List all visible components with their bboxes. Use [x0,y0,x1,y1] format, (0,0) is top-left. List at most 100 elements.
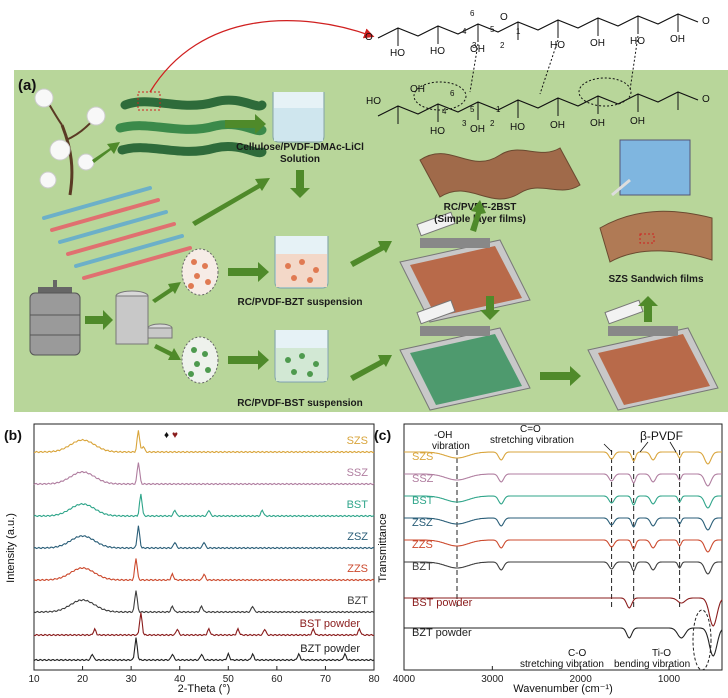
xrd-y-axis-label: Intensity (a.u.) [5,513,17,583]
xrd-x-tick-label: 60 [271,674,283,685]
cellulose-bottom-num-2: 5 [470,105,475,114]
cellulose-bottom-atom-10: OH [590,118,605,129]
ftir-series-label: BZT powder [412,627,472,639]
cellulose-bottom-atom-12: OH [630,116,645,127]
xrd-series-label: ZZS [347,563,368,575]
teflon-liner-icon [115,290,173,345]
bzt-particles-icon [181,248,219,296]
ftir-y-axis-label: Transmittance [377,513,389,582]
bst-suspension-label: RC/PVDF-BST suspension [237,398,363,409]
solution-label-line2: Solution [280,154,320,165]
ftir-series-label: ZSZ [412,517,433,529]
ftir-curve [404,597,723,627]
cellulose-bottom-atom-14: O [702,94,710,105]
pvdf-chains-icon [42,186,192,280]
cellulose-bottom-num-4: 3 [462,119,467,128]
cellulose-chain-top: O HO HO OH O HO OH HO OH O 6 4 5 1 3 2 [365,9,710,59]
hydrogen-bonds [413,35,639,111]
bst-suspension-beaker-icon [274,330,329,383]
xrd-series-label: BZT powder [300,643,360,655]
xrd-curve [33,493,375,518]
xrd-series-label: BST [347,499,369,511]
cellulose-top-atom-2: HO [430,46,445,57]
ftir-series-label: BZT [412,561,433,573]
ftir-curve [404,539,722,553]
cellulose-bottom-atom-5: OH [470,124,485,135]
cellulose-top-atom-15: O [702,16,710,27]
oh-annotation: -OH [434,430,452,441]
tio-annotation-line2: bending vibration [614,659,690,670]
film-sublabel: (Simple layer films) [434,214,526,225]
ftir-series-label: BST powder [412,597,473,609]
cellulose-top-num-3: 1 [516,27,521,36]
xrd-series-label: BST powder [300,618,361,630]
cellulose-top-atom-7: HO [550,40,565,51]
cellulose-bottom-num-1: 4 [442,107,447,116]
cellulose-top-num-1: 4 [462,27,467,36]
cellulose-top-atom-4: O [500,12,508,23]
xrd-x-tick-label: 70 [320,674,332,685]
xrd-series-label: BZT [347,595,368,607]
sandwich-film-photo-icon [599,139,713,263]
ftir-x-tick-label: 3000 [481,674,504,685]
cellulose-top-atom-13: OH [670,34,685,45]
cellulose-top-num-2: 5 [490,25,495,34]
ftir-series-label: ZZS [412,539,433,551]
xrd-series-label: ZSZ [347,531,368,543]
cellulose-bottom-atom-7: HO [510,122,525,133]
autoclave-icon [29,280,81,356]
cellulose-bottom-atom-1: OH [410,84,425,95]
ftir-curve [404,627,723,657]
ftir-curve [404,561,722,575]
ftir-dashed-lines [456,450,681,608]
cellulose-top-num-4: 3 [472,41,477,50]
film-coater-right-icon [587,299,719,411]
cellulose-bottom-atom-8: OH [550,120,565,131]
cellulose-top-atom-8: OH [590,38,605,49]
cellulose-bottom-num-0: 6 [450,89,455,98]
xrd-x-tick-label: 20 [77,674,89,685]
cellulose-bottom-atom-3: HO [430,126,445,137]
ftir-curves [404,451,723,657]
cellulose-top-num-0: 6 [470,9,475,18]
co-annotation: C=O [520,424,541,435]
xrd-curve [33,612,375,637]
ftir-x-tick-label: 1000 [658,674,681,685]
xrd-curve [33,590,375,614]
cotton-plant-icon [34,88,106,196]
bzt-suspension-beaker-icon [274,236,329,289]
ftir-series-label: SZS [412,451,433,463]
co-annotation-line2: stretching vibration [490,435,574,446]
solution-label: Cellulose/PVDF-DMAc-LiCl [236,142,364,153]
sandwich-label: SZS Sandwich films [608,274,703,285]
xrd-x-tick-label: 50 [223,674,235,685]
panel-c-label: (c) [374,427,391,443]
cellulose-top-atom-0: O [365,32,373,43]
ftir-x-axis-label: Wavenumber (cm⁻¹) [513,683,613,695]
cellulose-top-atom-1: HO [390,48,405,59]
simple-layer-film-icon [419,147,581,200]
xrd-curve [33,558,375,582]
xrd-marker-diamond: ♦ [164,430,169,441]
tio-annotation: Ti-O [652,648,671,659]
cellulose-top-num-5: 2 [500,41,505,50]
ftir-curve [404,517,722,531]
cellulose-fibers-icon [115,91,267,158]
xrd-x-tick-label: 30 [126,674,138,685]
cellulose-bottom-num-3: 1 [496,105,501,114]
ftir-x-tick-label: 4000 [393,674,416,685]
xrd-series-label: SSZ [347,467,369,479]
panel-a: (a) Cellulose/PVDF-DMAc-LiCl Solution [14,9,728,412]
zoom-arrow [149,19,375,93]
film-coater-mid-icon [399,299,531,411]
xrd-series-label: SZS [347,435,368,447]
solution-beaker-icon [272,92,325,143]
pvdf-annotation: β-PVDF [640,429,683,443]
cellulose-bottom-atom-0: HO [366,96,381,107]
ftir-series-label: BST [412,495,434,507]
xrd-marker-heart: ♥ [172,430,178,441]
